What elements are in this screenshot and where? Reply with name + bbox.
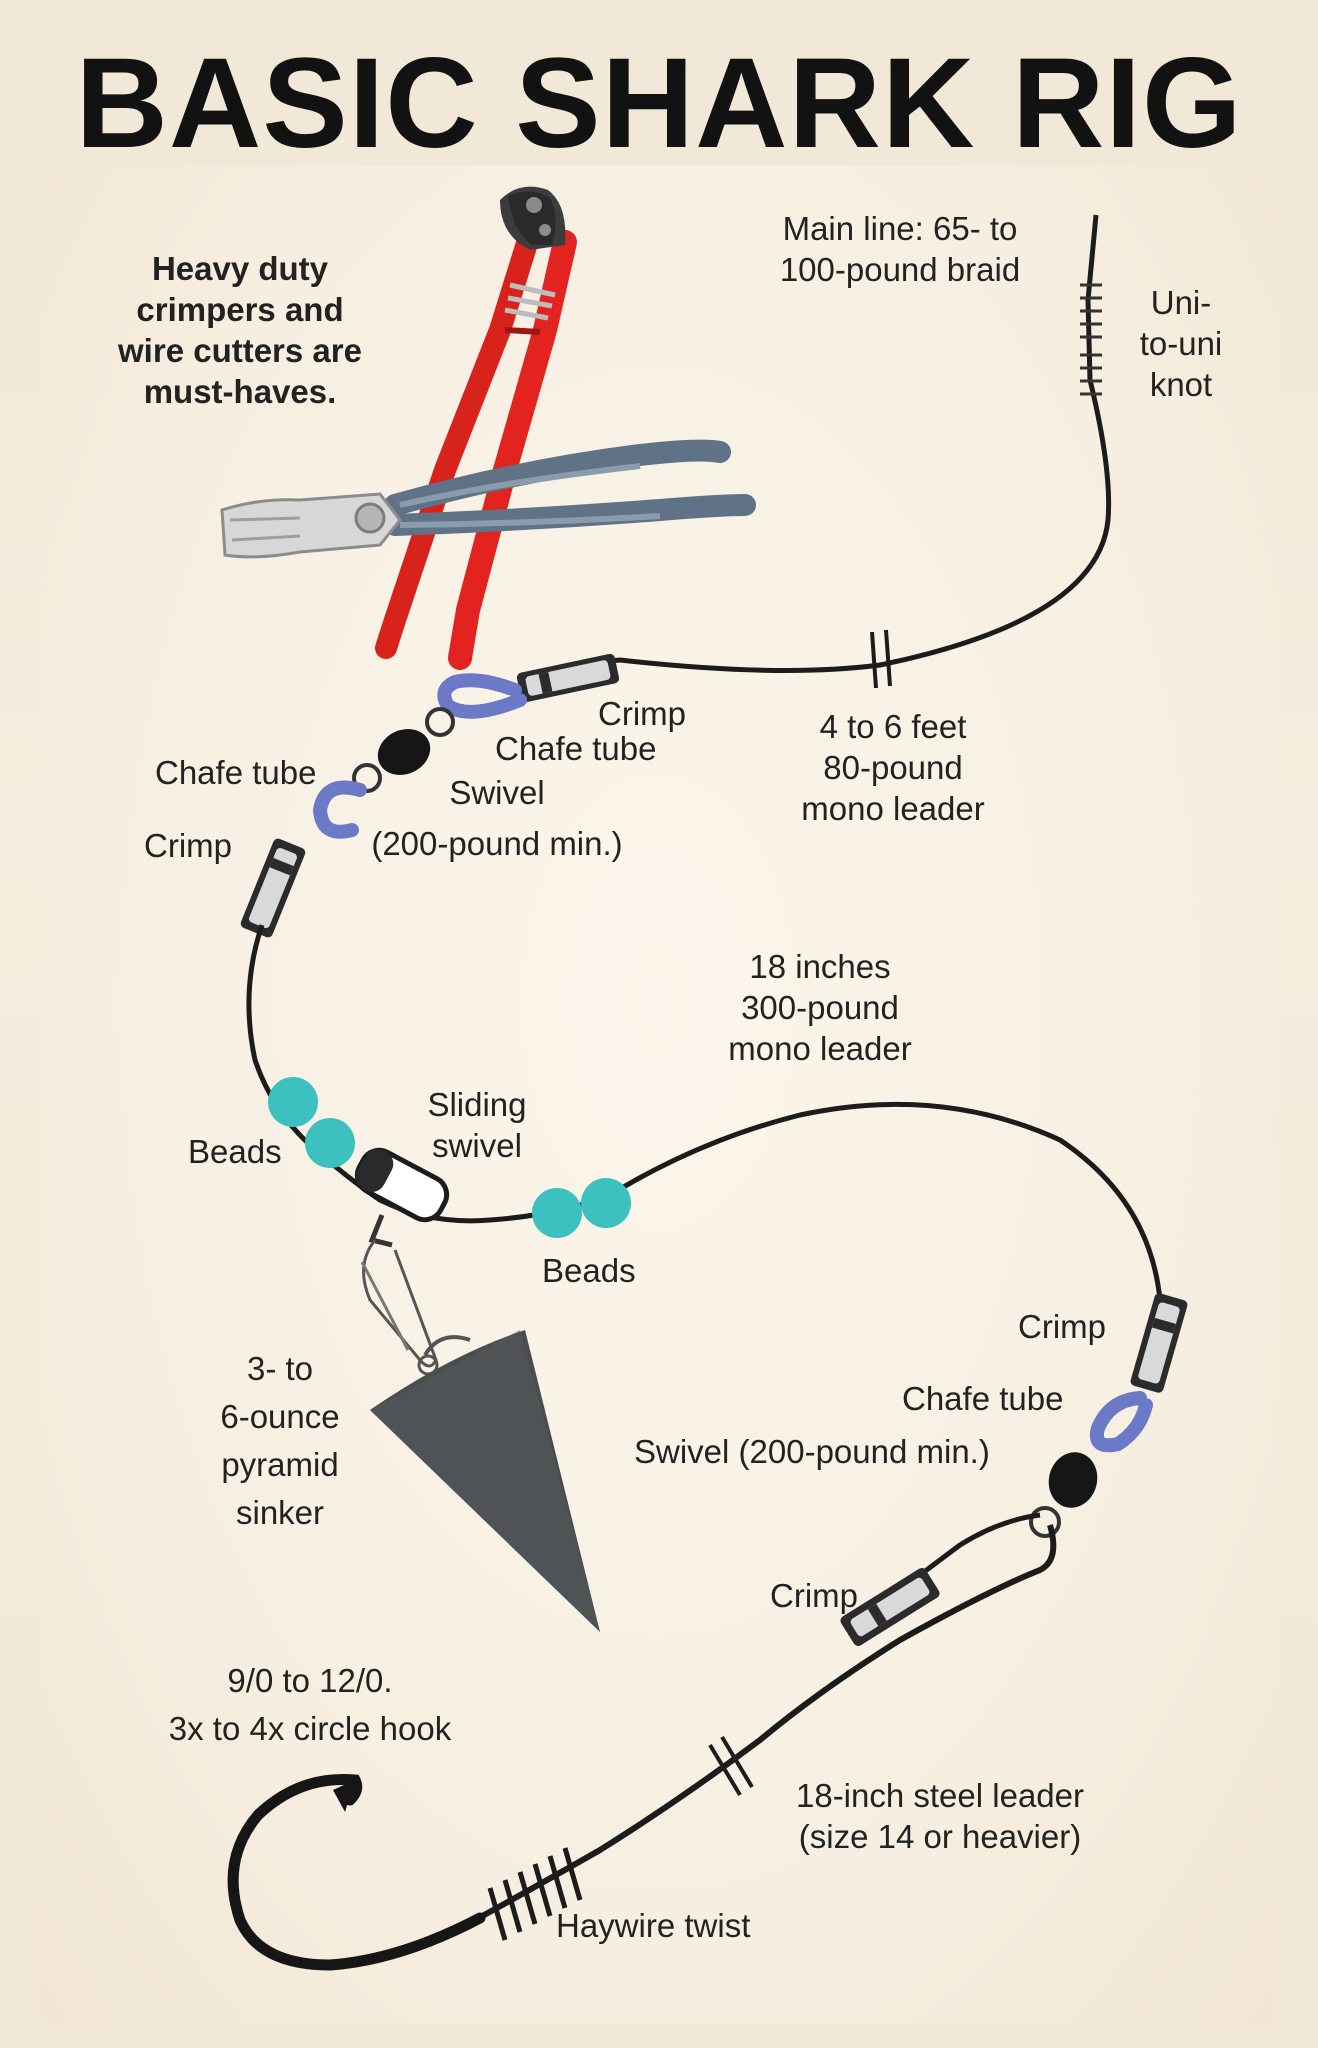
bead-icon: [268, 1077, 318, 1127]
steel-leader: [473, 1524, 1057, 1923]
swivel-right-ring-icon: [1029, 1506, 1061, 1538]
crimp-top-icon: [516, 653, 620, 703]
label-haywire-twist: Haywire twist: [556, 1907, 751, 1944]
label-beads-right: Beads: [542, 1252, 636, 1289]
label-swivel-top: Swivel (200-pound min.): [371, 774, 623, 862]
label-crimp-left: Crimp: [144, 827, 232, 864]
bead-icon: [532, 1188, 582, 1238]
label-crimp-top: Crimp: [598, 695, 686, 732]
break-mark-icon: [870, 629, 892, 689]
label-chafe-tube-top: Chafe tube: [495, 730, 657, 767]
label-main-line: Main line: 65- to 100-pound braid: [779, 210, 1021, 288]
label-swivel-right: Swivel (200-pound min.): [634, 1433, 990, 1470]
pliers-icon: [220, 439, 756, 559]
circle-hook-icon: [227, 1773, 486, 1971]
label-crimp-right: Crimp: [1018, 1308, 1106, 1345]
label-hook: 9/0 to 12/0. 3x to 4x circle hook: [168, 1662, 452, 1747]
main-line: [569, 214, 1112, 673]
label-chafe-tube-left: Chafe tube: [155, 754, 317, 791]
label-chafe-tube-right: Chafe tube: [902, 1380, 1064, 1417]
sliding-swivel-icon: [354, 1147, 450, 1248]
label-steel-leader: 18-inch steel leader (size 14 or heavier…: [795, 1777, 1084, 1855]
label-mono-leader-300: 18 inches 300-pound mono leader: [728, 948, 912, 1067]
label-sinker: 3- to 6-ounce pyramid sinker: [220, 1350, 340, 1531]
wire-cutters-icon: [375, 186, 577, 670]
bead-icon: [305, 1118, 355, 1168]
bead-icon: [581, 1178, 631, 1228]
backing-board: [40, 165, 1278, 2025]
crimp-bottom-icon: [840, 1567, 940, 1647]
hook-barb-icon: [333, 1780, 355, 1812]
swivel-top-icon: [377, 729, 431, 775]
label-sliding-swivel: Sliding swivel: [427, 1086, 527, 1164]
swivel-top-ring-icon: [425, 707, 455, 737]
label-mono-leader-80: 4 to 6 feet 80-pound mono leader: [801, 708, 985, 827]
pyramid-sinker-icon: [370, 1330, 600, 1632]
crimp-right-icon: [1130, 1293, 1188, 1393]
label-crimp-bottom: Crimp: [770, 1577, 858, 1614]
uni-knot-icon: [1080, 283, 1102, 396]
swivel-right-icon: [1048, 1452, 1098, 1508]
chafe-tube-left-icon: [312, 780, 367, 839]
haywire-twist-icon: [487, 1847, 583, 1941]
break-mark-bottom-icon: [708, 1735, 754, 1797]
page-title: BASIC SHARK RIG: [75, 32, 1243, 175]
chafe-tube-right-icon: [1090, 1391, 1153, 1453]
swivel-top-ring2-icon: [352, 763, 382, 793]
crimp-left-icon: [240, 838, 306, 938]
label-uni-knot: Uni- to-uni knot: [1139, 284, 1223, 403]
label-tools: Heavy duty crimpers and wire cutters are…: [118, 250, 362, 410]
chafe-tube-top-icon: [437, 673, 527, 719]
label-beads-left: Beads: [188, 1133, 282, 1170]
